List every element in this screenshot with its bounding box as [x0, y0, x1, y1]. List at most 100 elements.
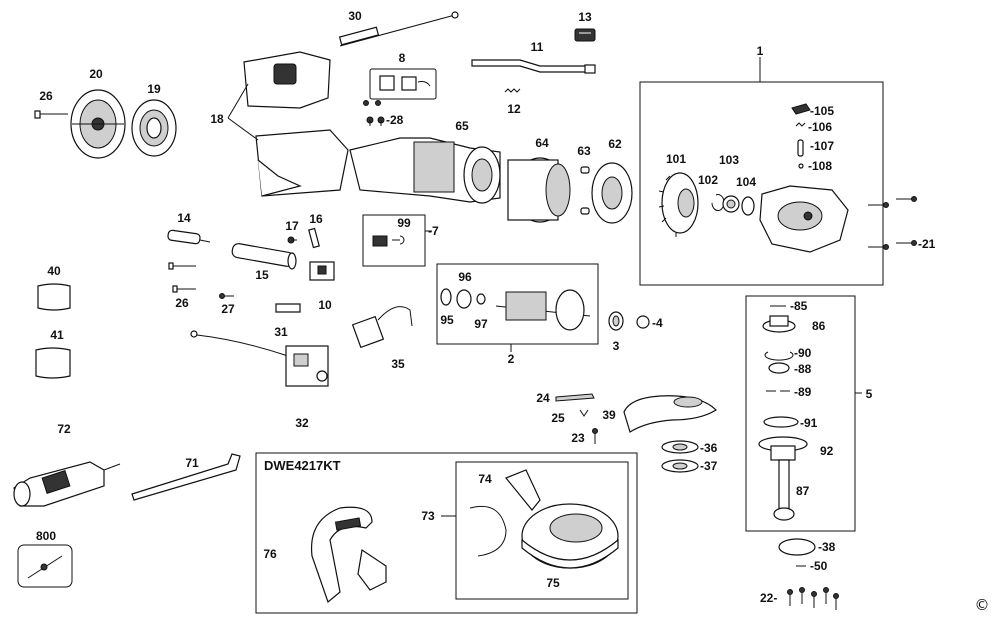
- label-104: 104: [736, 175, 756, 189]
- label-35: 35: [391, 357, 405, 371]
- part-10-block: [309, 261, 335, 281]
- label-107: -107: [810, 139, 834, 153]
- label-90: -90: [794, 346, 812, 360]
- label-17: 17: [285, 219, 299, 233]
- part-36-flange: [661, 440, 699, 454]
- label-26-top: 26: [39, 89, 53, 103]
- part-27-screw: [219, 293, 234, 299]
- label-87: 87: [796, 484, 810, 498]
- label-106: -106: [808, 120, 832, 134]
- part-28-screws: [363, 100, 385, 126]
- label-40: 40: [47, 264, 61, 278]
- part-86-flange: [762, 315, 796, 333]
- label-64: 64: [535, 136, 549, 150]
- label-19: 19: [147, 82, 161, 96]
- part-30-rod: [338, 11, 459, 47]
- label-103: 103: [719, 153, 739, 167]
- part-107-pin: [797, 139, 804, 157]
- part-103-bearing: [722, 195, 740, 213]
- label-89: -89: [794, 385, 812, 399]
- label-1: 1: [757, 44, 764, 58]
- part-13-brush: [574, 28, 596, 42]
- label-74: 74: [478, 472, 492, 486]
- part-3-bearing: [608, 311, 624, 331]
- part-17-screw: [287, 236, 297, 244]
- label-36: -36: [700, 441, 718, 455]
- label-2: 2: [508, 352, 515, 366]
- label-85: -85: [790, 299, 808, 313]
- copyright-mark: ©: [975, 596, 990, 614]
- label-108: -108: [808, 159, 832, 173]
- label-41: 41: [50, 328, 64, 342]
- label-75: 75: [546, 576, 560, 590]
- box-assembly-1: [639, 81, 884, 286]
- label-13: 13: [578, 10, 592, 24]
- part-8-brushes: [369, 68, 437, 100]
- label-37: -37: [700, 459, 718, 473]
- part-38-paper-washer: [778, 538, 816, 556]
- part-24-band: [555, 393, 595, 402]
- part-104-ring: [741, 196, 755, 216]
- part-105-lever: [791, 103, 811, 115]
- label-800: 800: [36, 529, 56, 543]
- part-88-bearing: [768, 362, 790, 374]
- label-12: 12: [507, 102, 521, 116]
- label-30: 30: [348, 9, 362, 23]
- label-39: 39: [602, 408, 616, 422]
- label-16: 16: [309, 212, 323, 226]
- part-62-baffle: [591, 162, 633, 224]
- label-11: 11: [531, 40, 544, 54]
- label-50: -50: [810, 559, 828, 573]
- label-65: 65: [455, 119, 469, 133]
- label-97: 97: [474, 317, 488, 331]
- part-41-sleeve: [35, 347, 71, 379]
- part-31-bracket: [275, 303, 301, 313]
- part-11-switch-bar: [471, 59, 596, 74]
- kit-label: DWE4217KT: [264, 458, 341, 473]
- part-39-guard: [623, 395, 717, 433]
- part-26-screws-lower: [168, 262, 196, 293]
- label-14: 14: [177, 211, 191, 225]
- label-25: 25: [551, 411, 565, 425]
- label-27: 27: [221, 302, 235, 316]
- label-105: -105: [810, 104, 834, 118]
- label-7: -7: [428, 224, 439, 238]
- label-28: -28: [386, 113, 404, 127]
- part-800-tool: [27, 555, 63, 579]
- box-kit-dwe4217kt: [255, 452, 638, 614]
- part-72-side-handle: [13, 461, 121, 507]
- part-gear-head: [759, 185, 849, 253]
- label-88: -88: [794, 362, 812, 376]
- part-26-screw: [34, 110, 68, 119]
- part-99-switch-parts: [372, 235, 405, 247]
- label-18: 18: [210, 112, 224, 126]
- part-106-spring: [795, 122, 806, 127]
- label-26-lower: 26: [175, 296, 189, 310]
- label-102: 102: [698, 173, 718, 187]
- label-38: -38: [818, 540, 836, 554]
- label-62: 62: [608, 137, 622, 151]
- label-10: 10: [318, 298, 332, 312]
- part-40-sleeve: [37, 283, 71, 311]
- part-75-dust-shroud: [505, 469, 619, 569]
- label-3: 3: [613, 339, 620, 353]
- label-21: -21: [918, 237, 936, 251]
- part-76-d-handle: [310, 506, 387, 604]
- label-73: 73: [421, 509, 435, 523]
- part-32-switch: [190, 330, 329, 387]
- label-92: 92: [820, 444, 834, 458]
- label-20: 20: [89, 67, 103, 81]
- label-96: 96: [458, 270, 472, 284]
- box-assembly-7: [362, 214, 426, 267]
- part-108-ball: [798, 163, 804, 169]
- label-31: 31: [274, 325, 288, 339]
- label-15: 15: [255, 268, 269, 282]
- label-76: 76: [263, 547, 277, 561]
- part-20-cover: [70, 89, 126, 159]
- part-102-clip: [711, 194, 725, 212]
- label-72: 72: [57, 422, 71, 436]
- label-91: -91: [800, 416, 818, 430]
- part-19-bearing: [131, 99, 177, 157]
- label-71: 71: [185, 456, 199, 470]
